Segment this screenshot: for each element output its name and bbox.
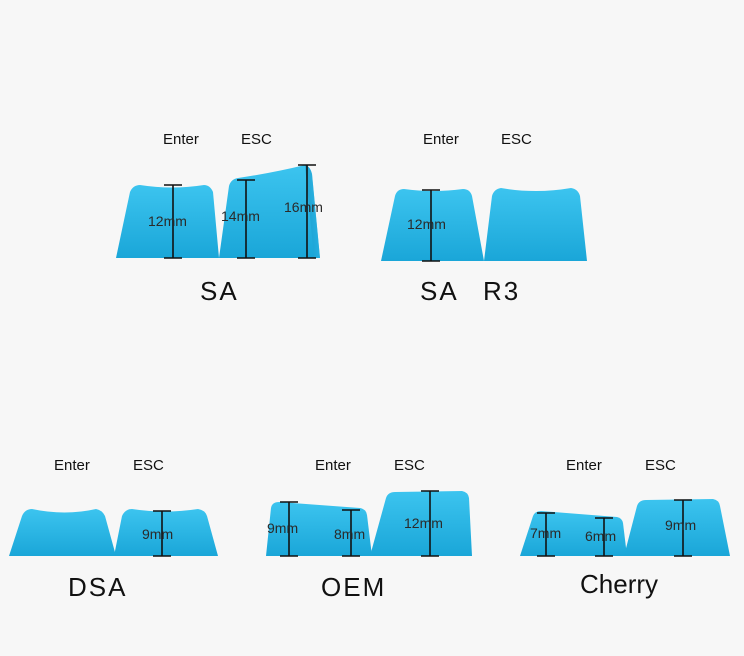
cherry-enter-back-height: 7mm: [530, 525, 561, 541]
oem-group: Enter ESC 9mm 8mm 12mm OEM: [266, 457, 472, 602]
dsa-esc-keycap: [114, 509, 218, 556]
sa-enter-dimension: [164, 184, 182, 259]
oem-enter-label: Enter: [315, 457, 351, 474]
oem-enter-back-height: 9mm: [267, 520, 298, 536]
cherry-enter-front-dimension: [595, 517, 613, 557]
sa-esc-front-dimension: [237, 179, 255, 259]
cherry-esc-height: 9mm: [665, 517, 696, 533]
sa-esc-front-height: 14mm: [221, 208, 260, 224]
oem-esc-height: 12mm: [404, 515, 443, 531]
dsa-group: Enter ESC 9mm DSA: [9, 457, 218, 602]
sa-r3-enter-dimension: [422, 189, 440, 262]
cherry-enter-front-height: 6mm: [585, 528, 616, 544]
sa-r3-esc-keycap: [484, 188, 587, 261]
sa-esc-label: ESC: [241, 131, 272, 148]
cherry-enter-label: Enter: [566, 457, 602, 474]
oem-enter-keycap: [266, 502, 372, 556]
sa-r3-group: Enter ESC 12mm SA R3: [381, 131, 587, 306]
oem-enter-back-dimension: [280, 501, 298, 557]
oem-esc-keycap: [370, 491, 472, 556]
cherry-profile-name: Cherry: [580, 569, 658, 599]
oem-esc-label: ESC: [394, 457, 425, 474]
dsa-enter-keycap: [9, 509, 116, 556]
dsa-esc-height: 9mm: [142, 526, 173, 542]
oem-enter-front-dimension: [342, 509, 360, 557]
sa-esc-keycap: [219, 165, 320, 258]
oem-esc-dimension: [421, 490, 439, 557]
sa-enter-keycap: [116, 185, 219, 258]
cherry-esc-dimension: [674, 499, 692, 557]
dsa-enter-label: Enter: [54, 457, 90, 474]
sa-enter-label: Enter: [163, 131, 199, 148]
sa-enter-height: 12mm: [148, 213, 187, 229]
sa-r3-enter-keycap: [381, 189, 484, 261]
dsa-profile-name: DSA: [68, 572, 127, 602]
sa-r3-enter-label: Enter: [423, 131, 459, 148]
sa-r3-enter-height: 12mm: [407, 216, 446, 232]
cherry-group: Enter ESC 7mm 6mm 9mm Cherry: [520, 457, 730, 599]
sa-esc-back-height: 16mm: [284, 199, 323, 215]
sa-esc-back-dimension: [298, 164, 316, 259]
dsa-esc-dimension: [153, 510, 171, 557]
oem-enter-front-height: 8mm: [334, 526, 365, 542]
cherry-esc-keycap: [624, 499, 730, 556]
sa-profile-name: SA: [200, 276, 239, 306]
oem-profile-name: OEM: [321, 572, 386, 602]
sa-group: Enter ESC 12mm 14mm 16mm SA: [116, 131, 323, 306]
sa-r3-row-label: R3: [483, 276, 520, 306]
cherry-esc-label: ESC: [645, 457, 676, 474]
dsa-esc-label: ESC: [133, 457, 164, 474]
cherry-enter-back-dimension: [537, 512, 555, 557]
sa-r3-profile-name: SA: [420, 276, 459, 306]
sa-r3-esc-label: ESC: [501, 131, 532, 148]
